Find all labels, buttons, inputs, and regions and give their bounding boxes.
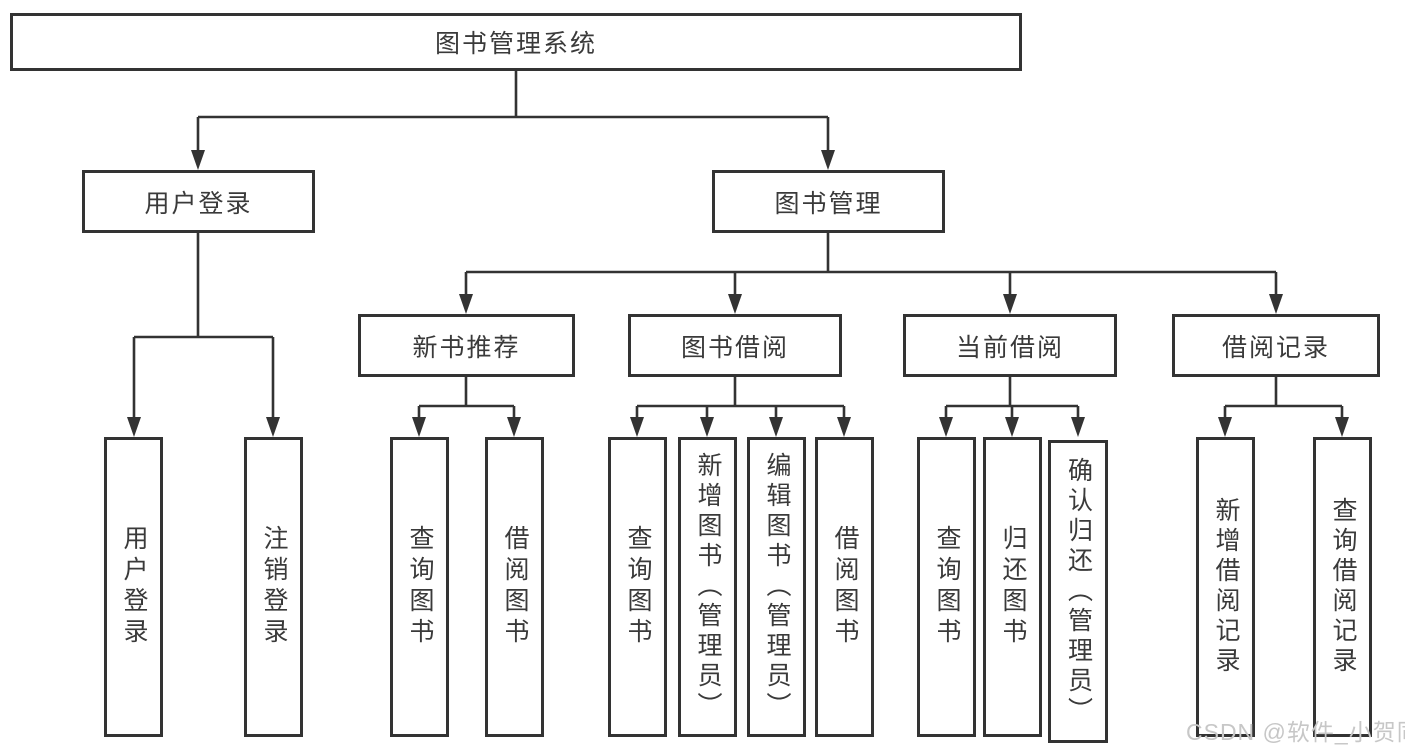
leaf-query-books-1-label: 查询图书 — [406, 525, 434, 649]
leaf-borrow-books-1-label: 借阅图书 — [501, 525, 529, 649]
node-book-borrowing: 图书借阅 — [628, 314, 842, 377]
node-user-login-label: 用户登录 — [144, 189, 253, 218]
leaf-add-borrow-record: 新增借阅记录 — [1196, 437, 1255, 737]
leaf-edit-books-admin: 编辑图书（管理员） — [747, 437, 806, 737]
leaf-borrow-books-2-label: 借阅图书 — [831, 525, 859, 649]
leaf-add-books-admin: 新增图书（管理员） — [678, 437, 737, 737]
node-book-management: 图书管理 — [712, 170, 945, 233]
leaf-return-books: 归还图书 — [983, 437, 1042, 737]
node-current-borrowing: 当前借阅 — [903, 314, 1117, 377]
leaf-add-books-admin-label: 新增图书（管理员） — [694, 452, 722, 722]
leaf-edit-books-admin-label: 编辑图书（管理员） — [763, 452, 791, 722]
leaf-query-books-2-label: 查询图书 — [624, 525, 652, 649]
connector-user-login-to-leaves — [127, 233, 280, 437]
leaf-add-borrow-record-label: 新增借阅记录 — [1212, 497, 1240, 677]
csdn-watermark: CSDN @软件_小贺同学 — [1186, 719, 1405, 745]
leaf-user-login-label: 用户登录 — [120, 525, 148, 649]
node-root-label: 图书管理系统 — [434, 30, 597, 58]
node-user-login: 用户登录 — [82, 170, 315, 233]
connector-current-borrowing-to-leaves — [939, 377, 1085, 437]
node-borrowing-records: 借阅记录 — [1172, 314, 1380, 377]
node-root-library-system: 图书管理系统 — [10, 13, 1022, 71]
leaf-return-books-label: 归还图书 — [999, 525, 1027, 649]
leaf-confirm-return-admin: 确认归还（管理员） — [1048, 440, 1108, 743]
connector-root-to-branches — [191, 71, 835, 170]
leaf-user-login: 用户登录 — [104, 437, 163, 737]
leaf-confirm-return-admin-label: 确认归还（管理员） — [1064, 456, 1093, 727]
leaf-logout-label: 注销登录 — [260, 525, 288, 649]
node-borrowing-records-label: 借阅记录 — [1221, 333, 1330, 362]
node-current-borrowing-label: 当前借阅 — [955, 333, 1064, 362]
node-book-management-label: 图书管理 — [774, 189, 883, 218]
leaf-query-books-3: 查询图书 — [917, 437, 976, 737]
leaf-query-borrow-record-label: 查询借阅记录 — [1329, 497, 1357, 677]
node-book-borrowing-label: 图书借阅 — [680, 333, 789, 362]
leaf-query-borrow-record: 查询借阅记录 — [1313, 437, 1372, 737]
connector-book-management-to-sections — [459, 233, 1283, 314]
connector-new-book-to-leaves — [412, 377, 521, 437]
leaf-query-books-3-label: 查询图书 — [933, 525, 961, 649]
leaf-borrow-books-2: 借阅图书 — [815, 437, 874, 737]
connector-borrowing-records-to-leaves — [1218, 377, 1349, 437]
leaf-borrow-books-1: 借阅图书 — [485, 437, 544, 737]
connector-book-borrowing-to-leaves — [630, 377, 851, 437]
leaf-logout: 注销登录 — [244, 437, 303, 737]
node-new-book-recommendation: 新书推荐 — [358, 314, 575, 377]
leaf-query-books-2: 查询图书 — [608, 437, 667, 737]
node-new-book-recommendation-label: 新书推荐 — [412, 333, 521, 362]
leaf-query-books-1: 查询图书 — [390, 437, 449, 737]
